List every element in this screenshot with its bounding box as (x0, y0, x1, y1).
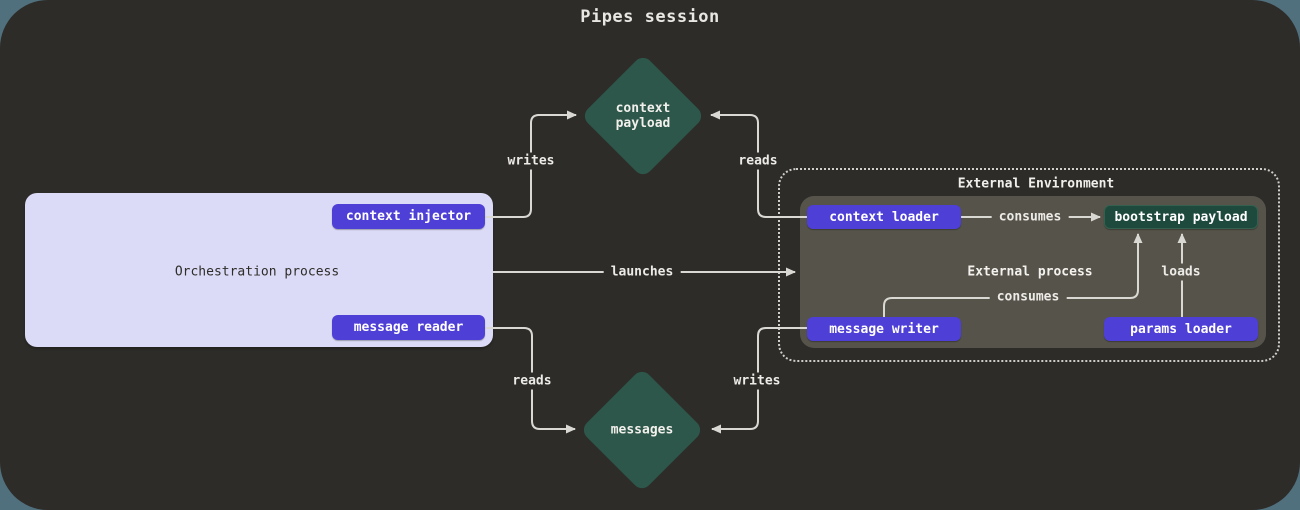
context-loader-button[interactable]: context loader (807, 205, 961, 229)
external-environment-label: External Environment (957, 176, 1115, 192)
edge-label-reads-bottom: reads (505, 372, 559, 390)
bootstrap-payload-node[interactable]: bootstrap payload (1104, 205, 1258, 229)
messages-label: messages (610, 422, 674, 438)
edge-label-loads: loads (1154, 263, 1208, 281)
orchestration-process-label: Orchestration process (174, 264, 340, 280)
edge-label-writes-bottom: writes (726, 372, 788, 390)
external-environment-box (778, 168, 1280, 362)
params-loader-button[interactable]: params loader (1104, 317, 1258, 341)
diagram-title: Pipes session (580, 7, 720, 27)
context-injector-button[interactable]: context injector (332, 204, 485, 229)
message-reader-button[interactable]: message reader (332, 315, 485, 340)
edge-label-writes-top: writes (500, 152, 562, 170)
edge-label-launches: launches (603, 263, 681, 281)
edge-label-reads-top: reads (731, 152, 785, 170)
edge-label-consumes-top: consumes (991, 208, 1069, 226)
edge-label-consumes-bottom: consumes (989, 288, 1067, 306)
message-writer-button[interactable]: message writer (807, 317, 961, 341)
external-process-label: External process (967, 264, 1093, 280)
context-payload-label: context payload (615, 101, 671, 131)
